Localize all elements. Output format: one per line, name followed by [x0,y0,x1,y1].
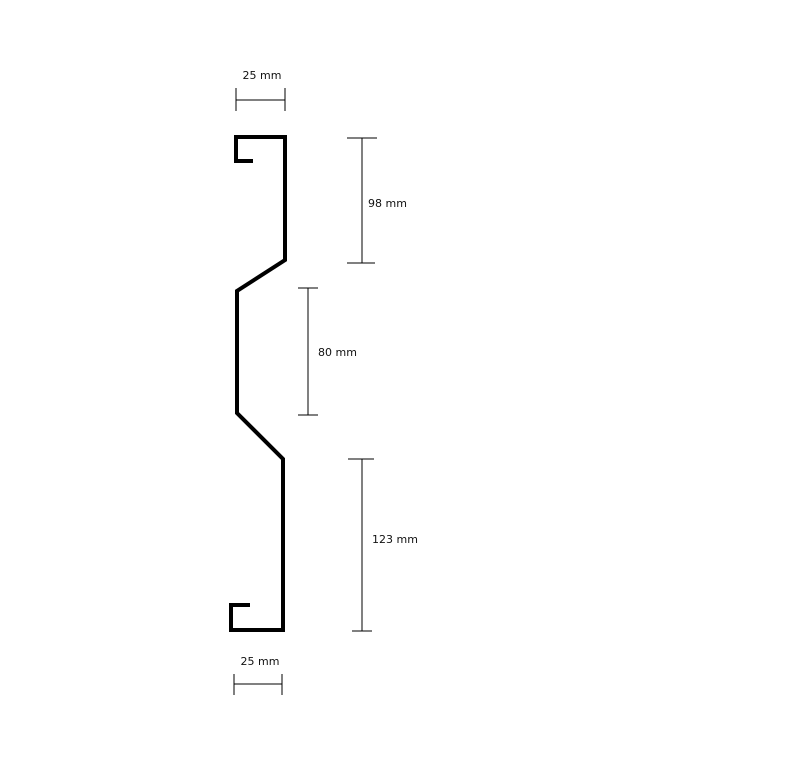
label-lower-section: 123 mm [372,533,418,546]
dimension-lower-section [348,458,374,632]
label-upper-section: 98 mm [368,197,407,210]
dimension-upper-section [347,137,377,264]
sheet-profile [229,135,287,632]
label-bottom-flange: 25 mm [241,655,280,668]
dimension-top-flange [235,88,286,111]
dimension-bottom-flange [233,674,283,695]
label-top-flange: 25 mm [243,69,282,82]
label-middle-section: 80 mm [318,346,357,359]
dimension-middle-section [298,287,318,416]
